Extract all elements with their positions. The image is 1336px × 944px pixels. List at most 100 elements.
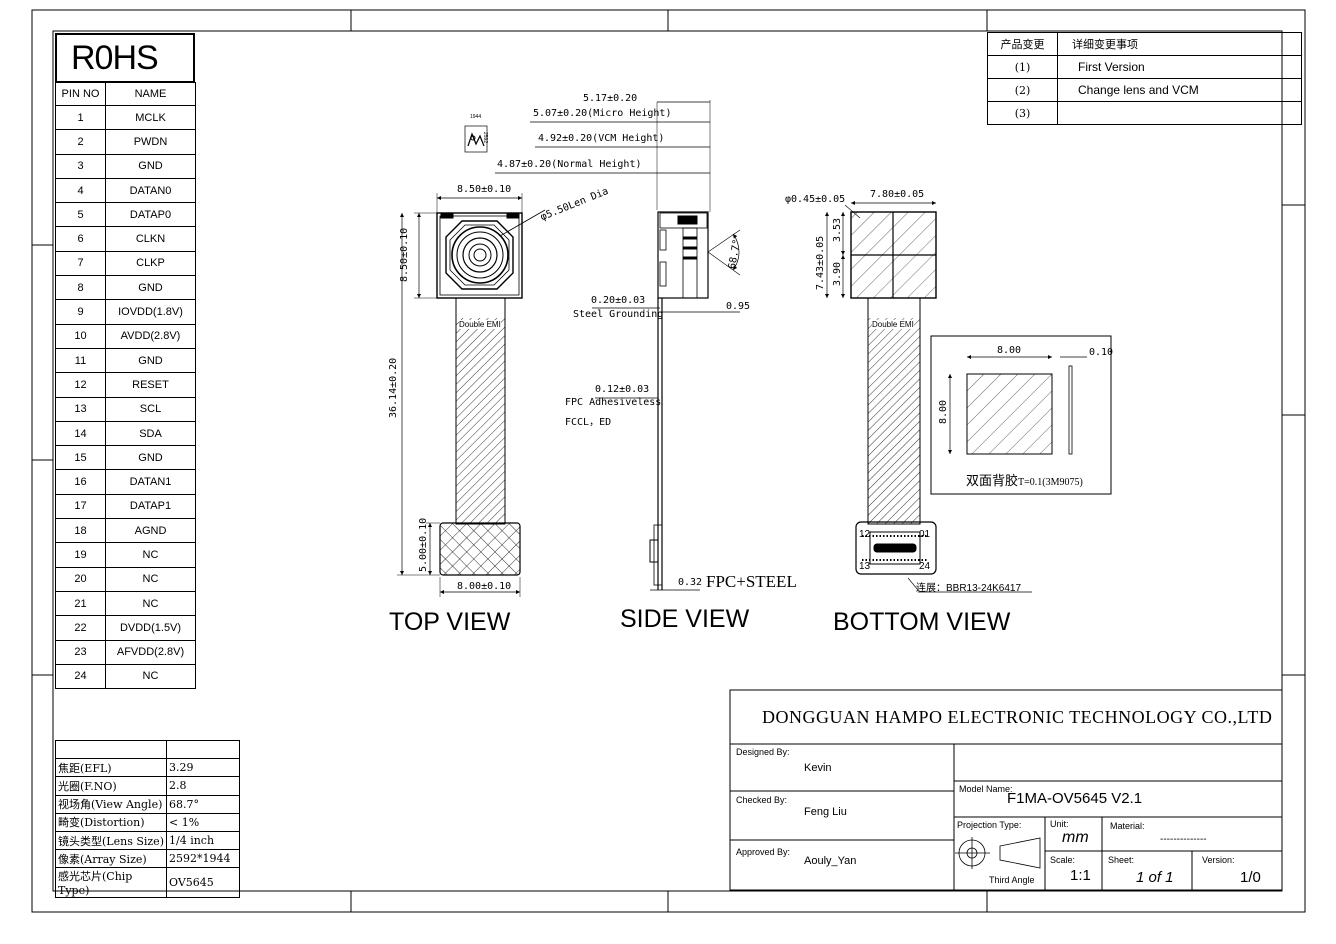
pin-name: CLKN [105, 226, 196, 252]
dim-top-height: 8.50±0.10 [399, 227, 410, 282]
revision-row: (1)First Version [987, 55, 1302, 79]
material-label: Material: [1110, 821, 1145, 831]
scale-value: 1:1 [1070, 867, 1091, 884]
pin-number: 7 [55, 250, 106, 277]
company-name: DONGGUAN HAMPO ELECTRONIC TECHNOLOGY CO.… [762, 707, 1273, 727]
dim-032: 0.32 [678, 577, 703, 588]
dim-total-length: 36.14±0.20 [388, 357, 399, 418]
side-view-title: SIDE VIEW [620, 605, 750, 633]
spec-row: 畸变(Distortion)< 1% [55, 812, 240, 832]
spec-key: 像素(Array Size) [55, 849, 167, 869]
pin-number: 16 [55, 469, 106, 495]
sensor-orientation-icon [464, 125, 488, 153]
dim-steel-thk: 0.20±0.03 [591, 295, 646, 306]
spec-row: 感光芯片(Chip Type)OV5645 [55, 867, 240, 899]
spec-value: 2.8 [166, 776, 240, 796]
spec-key: 畸变(Distortion) [55, 812, 167, 832]
unit-value: mm [1062, 829, 1089, 846]
fpc-label-1: FPC Adhesiveless [565, 397, 662, 408]
pin-number: 13 [55, 396, 106, 422]
pin-name: AFVDD(2.8V) [105, 639, 196, 665]
pin-label-01: 01 [919, 529, 931, 540]
spec-row: 视场角(View Angle)68.7° [55, 794, 240, 814]
approved-by: Aouly_Yan [804, 855, 857, 867]
spec-key: 光圈(F.NO) [55, 776, 167, 796]
fpc-label-2: FCCL，ED [565, 417, 612, 428]
pin-name: AGND [105, 518, 196, 544]
sheet-label: Sheet: [1108, 855, 1135, 865]
tape-label: 双面背胶T=0.1(3M9075) [966, 473, 1083, 488]
rohs-mark: R0HS [55, 33, 195, 83]
spec-header-value [166, 739, 240, 760]
pin-number: 5 [55, 202, 106, 228]
pin-name: AVDD(2.8V) [105, 323, 196, 349]
label-1944: 1944 [470, 114, 482, 120]
dim-top-width: 8.50±0.10 [457, 184, 512, 195]
scale-label: Scale: [1050, 855, 1076, 865]
pin-name: DATAN1 [105, 469, 196, 495]
spec-key: 镜头类型(Lens Size) [55, 830, 167, 851]
pin-name: GND [105, 445, 196, 471]
sheet-value: 1 of 1 [1136, 869, 1174, 886]
pin-name: SDA [105, 420, 196, 447]
dim-tape-height: 8.00 [938, 399, 949, 424]
spec-key: 焦距(EFL) [55, 758, 167, 778]
pin-name: CLKP [105, 250, 196, 277]
pin-label-12: 12 [859, 529, 871, 540]
pin-number: 15 [55, 445, 106, 471]
pin-number: 12 [55, 372, 106, 398]
dim-tape-thk: 0.10 [1089, 347, 1114, 358]
designed-by-label: Designed By: [736, 747, 790, 757]
dim-hole: φ0.45±0.05 [785, 194, 846, 205]
pin-number: 2 [55, 129, 106, 155]
spec-header-key [55, 739, 167, 760]
revision-table: 产品变更 详细变更事项 (1)First Version(2)Change le… [987, 32, 1302, 125]
pin-number: 20 [55, 566, 106, 592]
side-view [495, 100, 741, 591]
tape-spec: T=0.1(3M9075) [1018, 477, 1083, 488]
spec-row: 光圈(F.NO)2.8 [55, 776, 240, 796]
pin-number: 18 [55, 518, 106, 544]
unit-label: Unit: [1050, 819, 1069, 829]
dim-fpc-thk: 0.12±0.03 [595, 384, 650, 395]
pin-number: 9 [55, 299, 106, 325]
material-value: -------------- [1160, 834, 1207, 845]
pin-name: DATAN0 [105, 177, 196, 204]
fpc-steel-label: FPC+STEEL [706, 572, 797, 591]
spec-key: 感光芯片(Chip Type) [55, 867, 167, 899]
pin-name-header: NAME [105, 82, 196, 106]
pin-no-header: PIN NO [55, 82, 106, 106]
spec-value: 68.7° [166, 794, 240, 814]
approved-by-label: Approved By: [736, 847, 791, 857]
dim-height-517: 5.17±0.20 [583, 93, 638, 104]
dim-bottom-h3: 7.43±0.05 [815, 235, 826, 290]
spec-value: 2592*1944 [166, 849, 240, 869]
model-name: F1MA-OV5645 V2.1 [1007, 790, 1143, 807]
pin-number: 14 [55, 420, 106, 447]
pin-name: NC [105, 663, 196, 690]
pin-name: NC [105, 566, 196, 592]
designed-by: Kevin [804, 762, 832, 774]
revision-number: (1) [987, 55, 1058, 79]
pin-number: 6 [55, 226, 106, 252]
title-block-frame [729, 689, 1283, 891]
dim-bottom-h2: 3.90 [832, 261, 843, 286]
spec-value: < 1% [166, 812, 240, 832]
